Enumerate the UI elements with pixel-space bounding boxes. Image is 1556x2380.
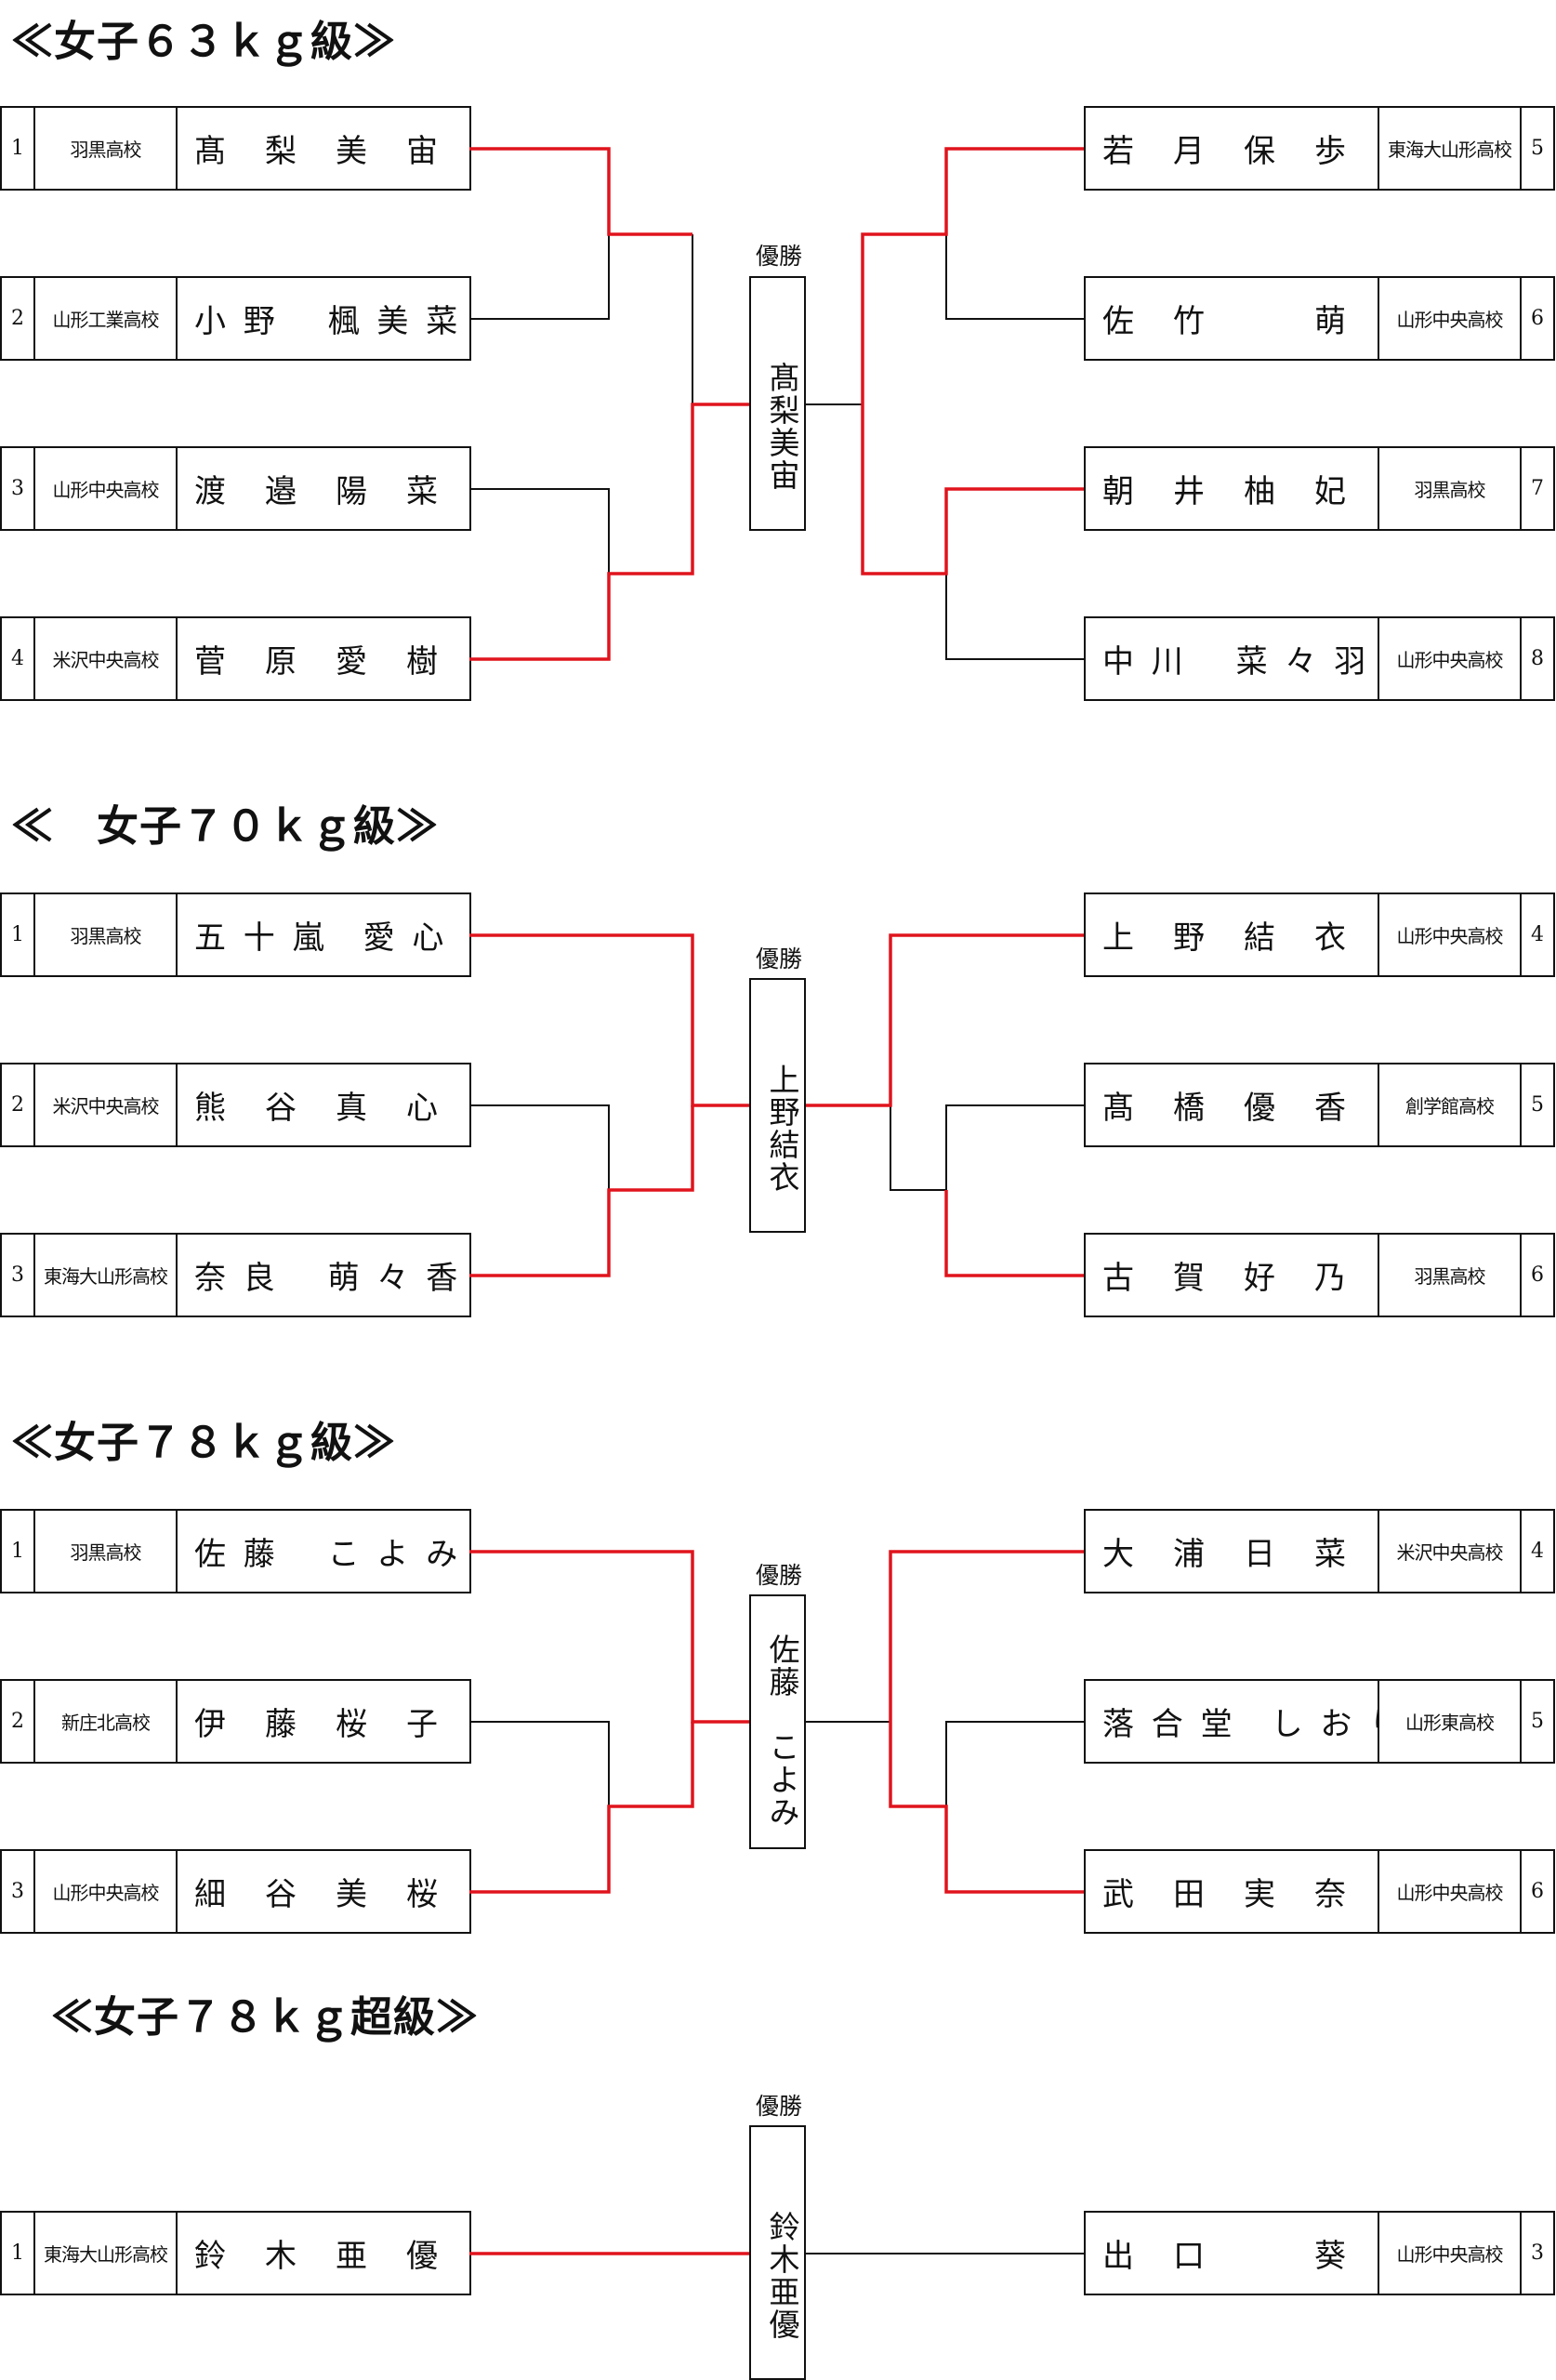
school-name: 山形中央高校	[1378, 276, 1522, 361]
bracket-entry-left: 3 山形中央高校 細 谷 美 桜	[0, 1849, 471, 1934]
section-title-70kg: ≪ 女子７０ｋｇ級≫	[11, 801, 440, 851]
champion-name: 佐藤 こよみ	[749, 1594, 806, 1849]
bracket-entry-left: 1 東海大山形高校 鈴 木 亜 優	[0, 2211, 471, 2295]
seed-number: 4	[1520, 1509, 1555, 1593]
school-name: 山形東高校	[1378, 1679, 1522, 1764]
section-title-63kg: ≪女子６３ｋｇ級≫	[11, 17, 397, 66]
school-name: 山形中央高校	[1378, 1849, 1522, 1934]
seed-number: 8	[1520, 616, 1555, 701]
seed-number: 7	[1520, 446, 1555, 531]
school-name: 山形中央高校	[33, 446, 178, 531]
seed-number: 4	[0, 616, 35, 701]
athlete-name: 若 月 保 歩	[1084, 106, 1379, 191]
champion-name: 上野結衣	[749, 978, 806, 1233]
athlete-name: 鈴 木 亜 優	[176, 2211, 471, 2295]
champion-name: 髙梨美宙	[749, 276, 806, 531]
section-title-78kg-plus: ≪女子７８ｋｇ超級≫	[51, 1992, 480, 2042]
section-title-78kg: ≪女子７８ｋｇ級≫	[11, 1418, 397, 1467]
athlete-name: 伊 藤 桜 子	[176, 1679, 471, 1764]
school-name: 山形中央高校	[1378, 2211, 1522, 2295]
school-name: 羽黒高校	[33, 1509, 178, 1593]
champion-label: 優勝	[755, 243, 802, 270]
seed-number: 1	[0, 892, 35, 977]
bracket-entry-right: 出 口 葵 山形中央高校 3	[1084, 2211, 1555, 2295]
bracket-entry-right: 朝 井 柚 妃 羽黒高校 7	[1084, 446, 1555, 531]
bracket-entry-right: 中 川 菜 々 羽 山形中央高校 8	[1084, 616, 1555, 701]
seed-number: 2	[0, 1063, 35, 1147]
bracket-entry-left: 1 羽黒高校 佐 藤 こ よ み	[0, 1509, 471, 1593]
bracket-entry-right: 大 浦 日 菜 米沢中央高校 4	[1084, 1509, 1555, 1593]
athlete-name: 朝 井 柚 妃	[1084, 446, 1379, 531]
seed-number: 5	[1520, 106, 1555, 191]
athlete-name: 五 十 嵐 愛 心	[176, 892, 471, 977]
athlete-name: 佐 藤 こ よ み	[176, 1509, 471, 1593]
seed-number: 5	[1520, 1679, 1555, 1764]
champion-name: 鈴木亜優	[749, 2125, 806, 2380]
athlete-name: 上 野 結 衣	[1084, 892, 1379, 977]
school-name: 山形中央高校	[33, 1849, 178, 1934]
athlete-name: 髙 橋 優 香	[1084, 1063, 1379, 1147]
athlete-name: 古 賀 好 乃	[1084, 1233, 1379, 1317]
bracket-entry-left: 1 羽黒高校 五 十 嵐 愛 心	[0, 892, 471, 977]
seed-number: 2	[0, 276, 35, 361]
athlete-name: 中 川 菜 々 羽	[1084, 616, 1379, 701]
seed-number: 6	[1520, 1233, 1555, 1317]
athlete-name: 菅 原 愛 樹	[176, 616, 471, 701]
school-name: 米沢中央高校	[33, 1063, 178, 1147]
champion-label: 優勝	[755, 1562, 802, 1589]
school-name: 羽黒高校	[33, 892, 178, 977]
athlete-name: 渡 邉 陽 菜	[176, 446, 471, 531]
bracket-entry-right: 佐 竹 萌 山形中央高校 6	[1084, 276, 1555, 361]
school-name: 東海大山形高校	[33, 2211, 178, 2295]
seed-number: 6	[1520, 276, 1555, 361]
school-name: 羽黒高校	[1378, 1233, 1522, 1317]
bracket-entry-right: 古 賀 好 乃 羽黒高校 6	[1084, 1233, 1555, 1317]
bracket-entry-right: 髙 橋 優 香 創学館高校 5	[1084, 1063, 1555, 1147]
champion-label: 優勝	[755, 945, 802, 972]
bracket-entry-right: 上 野 結 衣 山形中央高校 4	[1084, 892, 1555, 977]
bracket-entry-left: 2 米沢中央高校 熊 谷 真 心	[0, 1063, 471, 1147]
school-name: 新庄北高校	[33, 1679, 178, 1764]
seed-number: 3	[0, 1849, 35, 1934]
athlete-name: 熊 谷 真 心	[176, 1063, 471, 1147]
school-name: 米沢中央高校	[1378, 1509, 1522, 1593]
school-name: 山形工業高校	[33, 276, 178, 361]
bracket-entry-left: 2 山形工業高校 小 野 楓 美 菜	[0, 276, 471, 361]
school-name: 東海大山形高校	[1378, 106, 1522, 191]
seed-number: 2	[0, 1679, 35, 1764]
bracket-entry-left: 4 米沢中央高校 菅 原 愛 樹	[0, 616, 471, 701]
athlete-name: 髙 梨 美 宙	[176, 106, 471, 191]
seed-number: 3	[1520, 2211, 1555, 2295]
athlete-name: 細 谷 美 桜	[176, 1849, 471, 1934]
athlete-name: 武 田 実 奈	[1084, 1849, 1379, 1934]
school-name: 羽黒高校	[1378, 446, 1522, 531]
school-name: 東海大山形高校	[33, 1233, 178, 1317]
bracket-entry-right: 若 月 保 歩 東海大山形高校 5	[1084, 106, 1555, 191]
athlete-name: 落 合 堂 し お り	[1084, 1679, 1401, 1764]
bracket-entry-left: 3 山形中央高校 渡 邉 陽 菜	[0, 446, 471, 531]
athlete-name: 小 野 楓 美 菜	[176, 276, 471, 361]
seed-number: 5	[1520, 1063, 1555, 1147]
athlete-name: 大 浦 日 菜	[1084, 1509, 1379, 1593]
bracket-entry-left: 3 東海大山形高校 奈 良 萌 々 香	[0, 1233, 471, 1317]
seed-number: 6	[1520, 1849, 1555, 1934]
seed-number: 4	[1520, 892, 1555, 977]
bracket-entry-left: 2 新庄北高校 伊 藤 桜 子	[0, 1679, 471, 1764]
athlete-name: 佐 竹 萌	[1084, 276, 1379, 361]
school-name: 山形中央高校	[1378, 616, 1522, 701]
athlete-name: 出 口 葵	[1084, 2211, 1379, 2295]
bracket-entry-right: 落 合 堂 し お り 山形東高校 5	[1084, 1679, 1555, 1764]
school-name: 山形中央高校	[1378, 892, 1522, 977]
champion-label: 優勝	[755, 2093, 802, 2120]
bracket-entry-left: 1 羽黒高校 髙 梨 美 宙	[0, 106, 471, 191]
athlete-name: 奈 良 萌 々 香	[176, 1233, 471, 1317]
school-name: 創学館高校	[1378, 1063, 1522, 1147]
bracket-entry-right: 武 田 実 奈 山形中央高校 6	[1084, 1849, 1555, 1934]
